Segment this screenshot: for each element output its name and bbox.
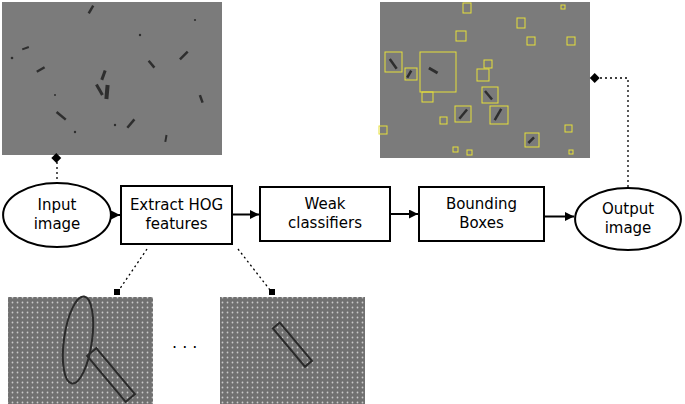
io-ellipse: Output image xyxy=(574,187,682,251)
node-label: Output image xyxy=(590,200,666,239)
hog-image xyxy=(8,294,153,404)
output-photo xyxy=(379,2,590,158)
io-ellipse: Input image xyxy=(2,182,112,248)
process-box: Bounding Boxes xyxy=(418,186,545,242)
flow-arrow xyxy=(545,216,574,218)
flow-arrow xyxy=(233,214,259,216)
ellipsis-label: · · · xyxy=(172,338,197,357)
node-label: Extract HOG features xyxy=(126,196,227,235)
process-box: Extract HOG features xyxy=(120,185,233,245)
flow-arrow xyxy=(391,213,418,215)
leader-end xyxy=(51,73,599,295)
input-photo xyxy=(2,2,222,155)
node-label: Weak classifiers xyxy=(267,195,383,234)
node-label: Bounding Boxes xyxy=(426,195,537,234)
process-box: Weak classifiers xyxy=(259,186,391,242)
flow-arrow xyxy=(112,214,120,216)
hog-image xyxy=(220,297,365,404)
leader-line xyxy=(57,78,628,290)
node-label: Input image xyxy=(18,196,96,235)
